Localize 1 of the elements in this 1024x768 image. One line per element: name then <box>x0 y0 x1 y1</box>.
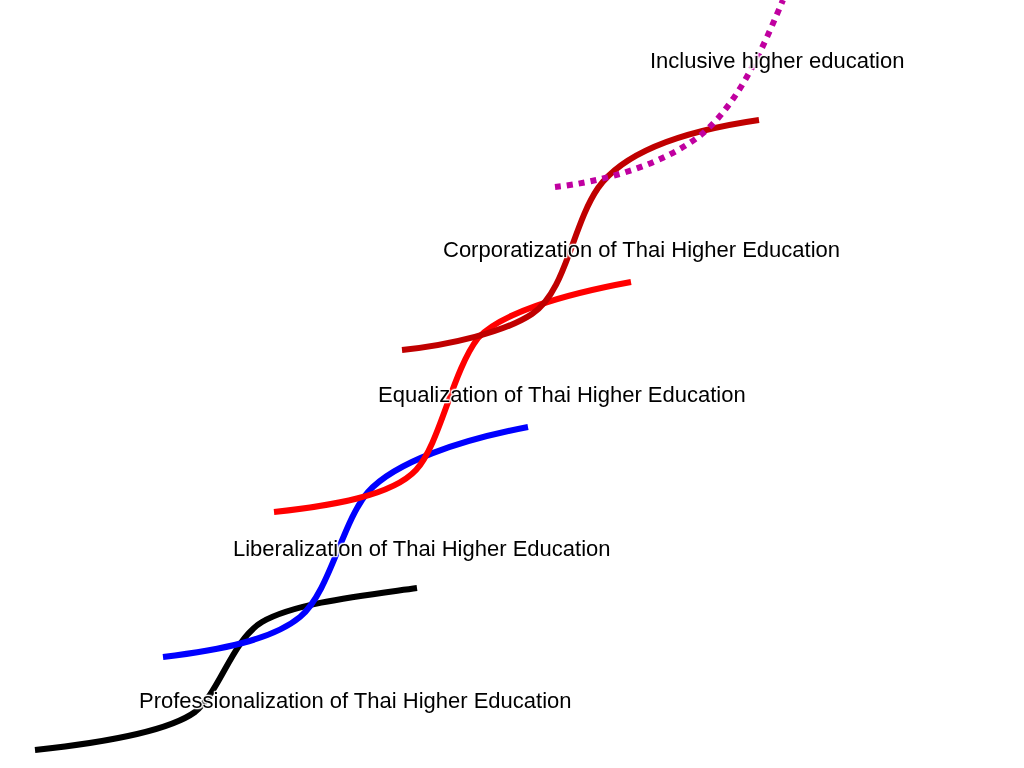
stage-label: Inclusive higher education <box>650 49 905 73</box>
